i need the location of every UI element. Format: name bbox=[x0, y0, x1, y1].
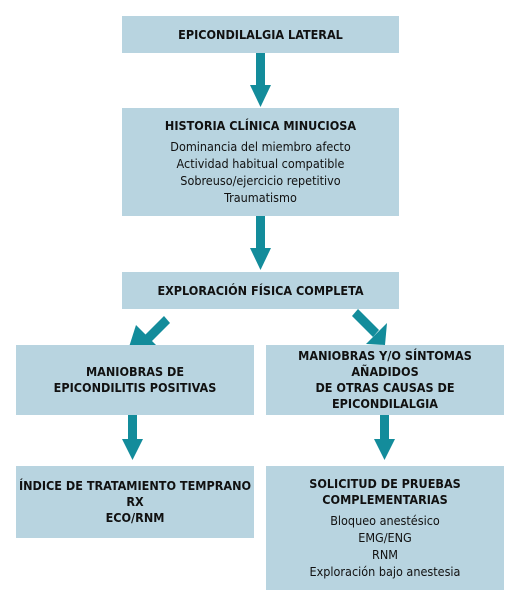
arrow-historia-to-exploracion bbox=[250, 216, 271, 270]
box-solicitud-pruebas: SOLICITUD DE PRUEBAS COMPLEMENTARIAS Blo… bbox=[266, 466, 504, 590]
arrow-epicondilalgia-to-historia bbox=[250, 53, 271, 107]
list-item: Exploración bajo anestesia bbox=[309, 564, 461, 579]
arrow-otras-to-solicitud bbox=[374, 415, 395, 460]
box-historia-clinica: HISTORIA CLÍNICA MINUCIOSA Dominancia de… bbox=[122, 108, 399, 216]
box-title-line: COMPLEMENTARIAS bbox=[322, 492, 448, 507]
box-title-line: SOLICITUD DE PRUEBAS bbox=[309, 476, 461, 491]
box-title-line: EPICONDILITIS POSITIVAS bbox=[53, 380, 217, 395]
list-item: Traumatismo bbox=[224, 190, 297, 205]
list-item: Dominancia del miembro afecto bbox=[170, 139, 351, 154]
arrow-maniobras-to-indice bbox=[122, 415, 143, 460]
box-exploracion-fisica: EXPLORACIÓN FÍSICA COMPLETA bbox=[122, 272, 399, 309]
list-item: Sobreuso/ejercicio repetitivo bbox=[180, 173, 341, 188]
list-item: RNM bbox=[372, 547, 398, 562]
box-title-line: ECO/RNM bbox=[105, 510, 165, 525]
list-item: Actividad habitual compatible bbox=[176, 156, 345, 171]
box-title: HISTORIA CLÍNICA MINUCIOSA bbox=[164, 118, 357, 133]
box-otras-causas: MANIOBRAS Y/O SÍNTOMAS AÑADIDOS DE OTRAS… bbox=[266, 345, 504, 415]
arrow-exploracion-to-maniobras bbox=[129, 316, 170, 347]
box-maniobras-positivas: MANIOBRAS DE EPICONDILITIS POSITIVAS bbox=[16, 345, 254, 415]
list-item: EMG/ENG bbox=[358, 530, 412, 545]
box-indice-tratamiento: ÍNDICE DE TRATAMIENTO TEMPRANO RX ECO/RN… bbox=[16, 466, 254, 538]
box-epicondilalgia-lateral: EPICONDILALGIA LATERAL bbox=[122, 16, 399, 53]
box-title-line: RX bbox=[126, 494, 144, 509]
box-title-line: MANIOBRAS Y/O SÍNTOMAS AÑADIDOS bbox=[298, 348, 472, 379]
box-title-line: DE OTRAS CAUSAS DE EPICONDILALGIA bbox=[315, 380, 455, 411]
box-title-line: MANIOBRAS DE bbox=[85, 364, 185, 379]
box-title-line: ÍNDICE DE TRATAMIENTO TEMPRANO bbox=[18, 478, 252, 493]
list-item: Bloqueo anestésico bbox=[330, 513, 440, 528]
arrow-exploracion-to-otras bbox=[352, 309, 387, 345]
box-title: EXPLORACIÓN FÍSICA COMPLETA bbox=[157, 282, 364, 298]
box-title: EPICONDILALGIA LATERAL bbox=[178, 26, 343, 42]
